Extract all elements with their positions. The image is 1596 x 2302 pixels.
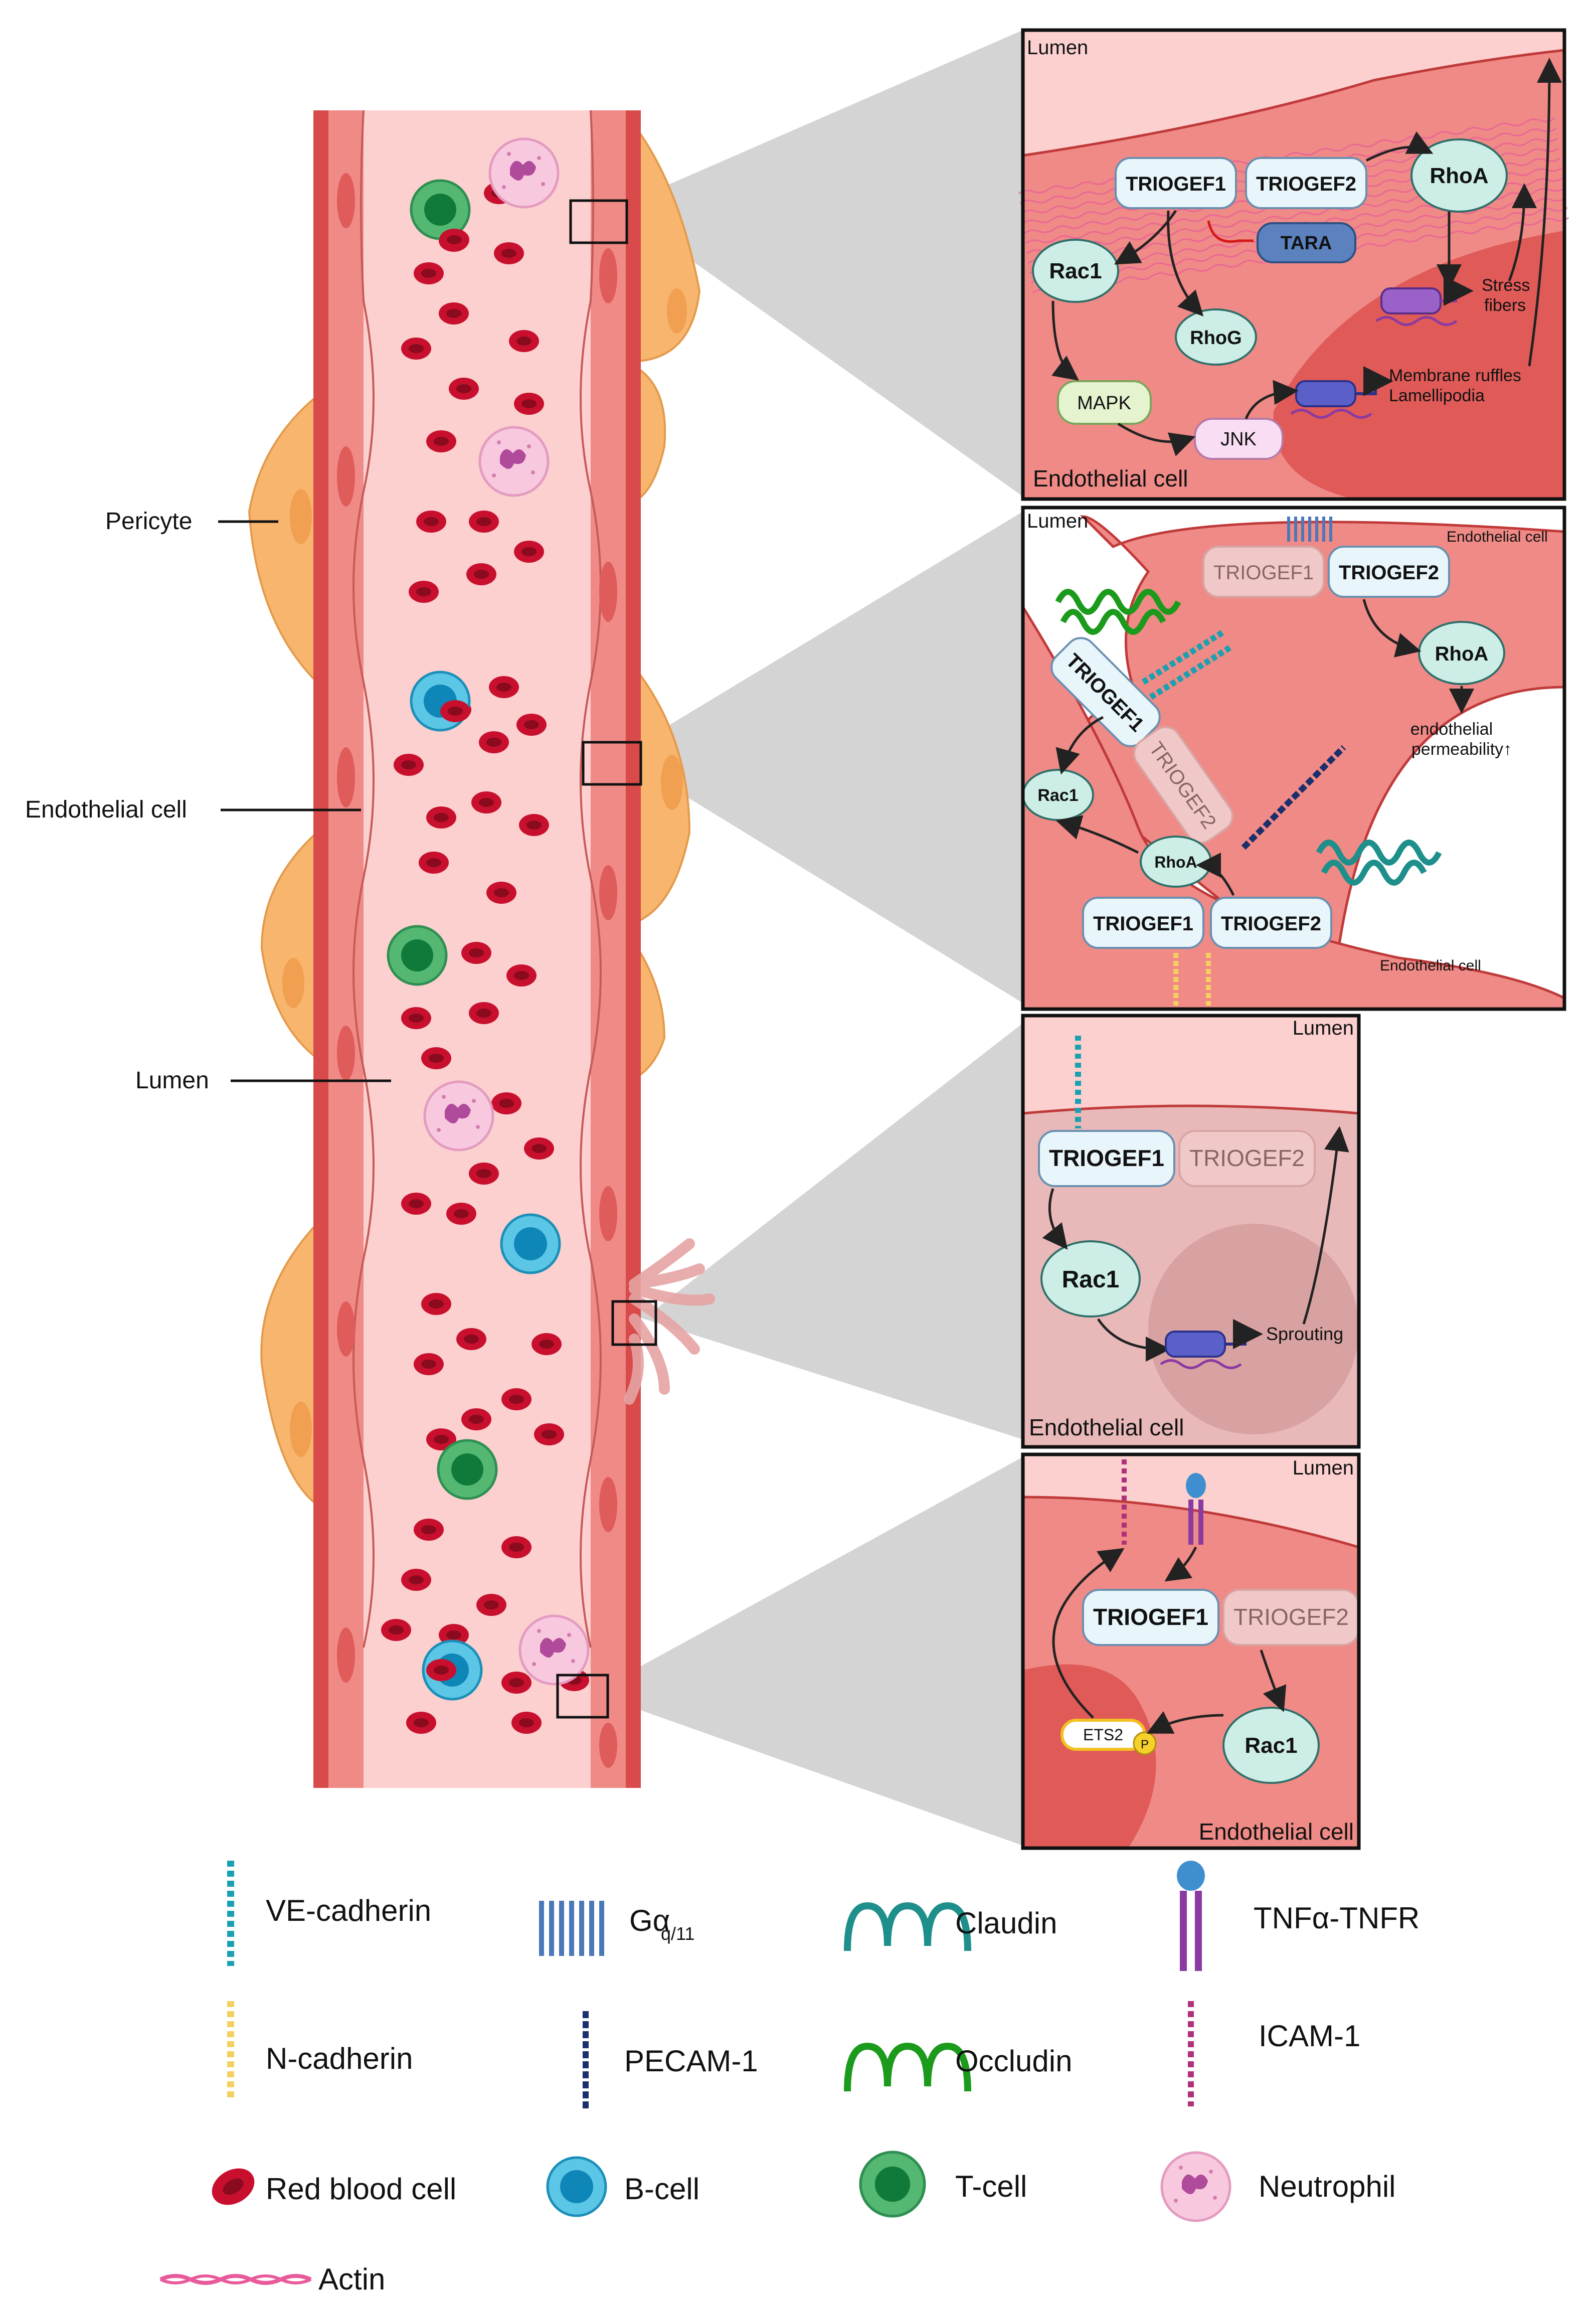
p2-perm-2: permeability↑ (1411, 740, 1512, 759)
p1-jnk: JNK (1220, 429, 1257, 450)
label-endothelial-cell: Endothelial cell (25, 796, 187, 823)
legend-pecam-label: PECAM-1 (624, 2044, 758, 2078)
p2-triogef1-faded: TRIOGEF1 (1213, 562, 1314, 584)
p4-tnf-receptor-icon (1186, 1473, 1206, 1545)
legend-icam-label: ICAM-1 (1259, 2019, 1360, 2053)
p1-triogef2: TRIOGEF2 (1256, 173, 1356, 195)
p3-triogef2: TRIOGEF2 (1189, 1145, 1305, 1171)
sprouting-tip-cell (624, 1238, 715, 1405)
legend-galpha: Gα q/11 (539, 1901, 694, 1956)
tnf-receptor-icon (1177, 1861, 1205, 1971)
panel-2-junctions: Lumen Endothelial cell TRIOGEF1 TRIOGEF2… (1021, 506, 1566, 1011)
legend-galpha-label: Gα (629, 1904, 670, 1937)
p1-stress: Stress (1482, 276, 1530, 295)
p3-endothelial-cell: Endothelial cell (1029, 1414, 1184, 1440)
p3-lumen: Lumen (1293, 1017, 1354, 1039)
p4-triogef1: TRIOGEF1 (1093, 1604, 1208, 1630)
p1-rac1: Rac1 (1049, 259, 1102, 283)
legend-ve-cadherin: VE-cadherin (227, 1861, 431, 1966)
legend-icam: ICAM-1 (1188, 2001, 1360, 2106)
p4-ets2: ETS2 (1083, 1726, 1123, 1744)
claudin-icon (844, 1902, 971, 1951)
legend-neutrophil-label: Neutrophil (1259, 2170, 1396, 2203)
legend-bcell: B-cell (548, 2158, 699, 2216)
t-cell-icon (860, 2152, 925, 2216)
b-cell-icon (548, 2158, 606, 2216)
p1-triogef1: TRIOGEF1 (1126, 173, 1226, 195)
p4-triogef2: TRIOGEF2 (1233, 1604, 1349, 1630)
legend-rbc-label: Red blood cell (266, 2172, 456, 2206)
legend-claudin: Claudin (844, 1902, 1057, 1951)
p1-membrane-ruffles: Membrane ruffles (1389, 366, 1521, 385)
p1-rhoa: RhoA (1430, 163, 1488, 188)
p4-rac1: Rac1 (1245, 1733, 1297, 1758)
legend-galpha-subscript: q/11 (661, 1923, 694, 1944)
zoom-markers (556, 199, 657, 1719)
legend-ve-cadherin-label: VE-cadherin (266, 1894, 431, 1927)
legend: VE-cadherin Gα q/11 Claudin TNFα-TNFR N-… (159, 1861, 1420, 2296)
legend-occludin: Occludin (844, 2042, 1072, 2092)
p2-triogef2: TRIOGEF2 (1339, 562, 1439, 584)
p2-endothelial-cell-bottom: Endothelial cell (1380, 957, 1481, 974)
legend-pecam: PECAM-1 (583, 2011, 758, 2111)
p1-rhog: RhoG (1190, 327, 1242, 349)
p1-lumen: Lumen (1027, 37, 1088, 59)
legend-occludin-label: Occludin (955, 2044, 1072, 2078)
p2-rac1: Rac1 (1037, 786, 1078, 805)
zoom-wedges (563, 30, 1023, 1846)
actin-icon (159, 2274, 312, 2285)
legend-actin: Actin (159, 2262, 385, 2296)
p2-triogef1-bottom: TRIOGEF1 (1093, 913, 1193, 935)
p2-rhoa-bottom: RhoA (1154, 853, 1197, 871)
occludin-icon (844, 2042, 971, 2092)
p1-fibers: fibers (1484, 296, 1526, 315)
label-pericyte: Pericyte (105, 508, 192, 535)
p2-endothelial-cell-top: Endothelial cell (1447, 529, 1548, 545)
panel-3-sprouting: Lumen TRIOGEF1 TRIOGEF2 Rac1 Sprouting E… (1021, 1014, 1361, 1449)
p4-lumen: Lumen (1293, 1457, 1354, 1479)
legend-n-cadherin: N-cadherin (227, 2001, 413, 2101)
legend-rbc: Red blood cell (205, 2161, 456, 2213)
galpha-icon (539, 1901, 604, 1956)
legend-actin-label: Actin (318, 2262, 385, 2296)
p1-lamellipodia: Lamellipodia (1389, 386, 1485, 405)
label-lumen: Lumen (135, 1067, 209, 1094)
legend-n-cadherin-label: N-cadherin (266, 2042, 413, 2075)
vessel-labels: Pericyte Endothelial cell Lumen (25, 508, 391, 1094)
p2-perm-1: endothelial (1410, 720, 1493, 739)
p3-sprouting: Sprouting (1266, 1324, 1343, 1344)
legend-bcell-label: B-cell (624, 2172, 699, 2206)
legend-tnf: TNFα-TNFR (1177, 1861, 1420, 1971)
p1-endothelial-cell: Endothelial cell (1033, 465, 1188, 491)
p2-triogef2-bottom: TRIOGEF2 (1221, 913, 1321, 935)
legend-claudin-label: Claudin (955, 1906, 1057, 1940)
panel-1-cytoskeleton: Lumen TRIOGEF1 TRIOGEF2 RhoA TARA Rac1 R… (1017, 28, 1570, 501)
blood-vessel (248, 110, 715, 1788)
p2-rhoa-top: RhoA (1435, 643, 1489, 665)
red-blood-cell-icon (205, 2161, 261, 2213)
legend-tnf-label: TNFα-TNFR (1254, 1901, 1420, 1935)
p2-lumen: Lumen (1027, 510, 1088, 532)
p1-mapk: MAPK (1077, 393, 1131, 414)
neutrophil-icon (1162, 2153, 1230, 2221)
panel-4-inflammation: Lumen TRIOGEF1 TRIOGEF2 Rac1 ETS2 P Endo… (1021, 1452, 1361, 1850)
legend-tcell: T-cell (860, 2152, 1027, 2216)
p1-tara: TARA (1281, 233, 1332, 254)
p4-endothelial-cell: Endothelial cell (1199, 1819, 1354, 1845)
legend-tcell-label: T-cell (955, 2170, 1027, 2203)
p3-triogef1: TRIOGEF1 (1049, 1145, 1164, 1171)
legend-neutrophil: Neutrophil (1162, 2153, 1396, 2221)
p3-rac1: Rac1 (1062, 1266, 1120, 1293)
p4-p: P (1141, 1738, 1149, 1751)
